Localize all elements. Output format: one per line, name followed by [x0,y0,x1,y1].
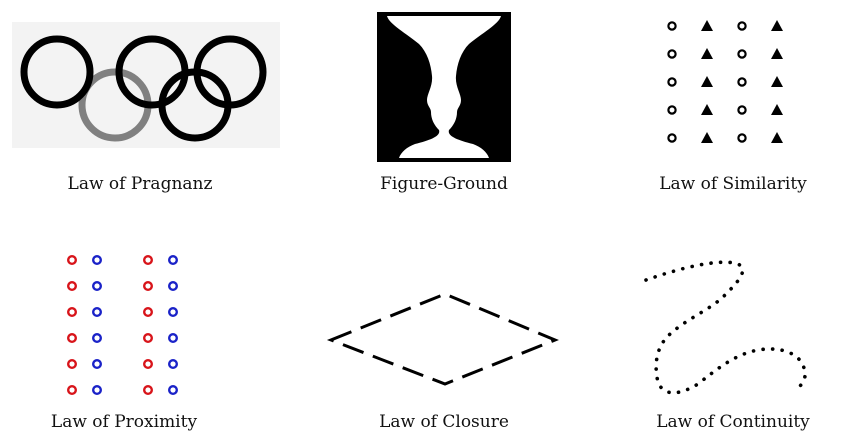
similarity-circle [667,133,677,143]
proximity-blue-circle [167,332,178,343]
proximity-blue-circle [167,281,178,292]
proximity-grid [66,254,178,395]
similarity-triangle [701,104,713,115]
continuity-dotted-curve [644,260,807,395]
similarity-circle [667,105,677,115]
similarity-triangle [771,132,783,143]
caption-law-of-pragnanz: Law of Pragnanz [67,174,213,194]
proximity-red-circle [66,307,77,318]
continuity-dotted-path [644,260,807,395]
proximity-red-circle [66,384,77,395]
similarity-circle [737,77,747,87]
similarity-circle [667,77,677,87]
similarity-circle [667,49,677,59]
similarity-triangle [771,76,783,87]
proximity-blue-circle [92,384,103,395]
proximity-red-circle [66,358,77,369]
closure-dashed-diamond [326,292,559,386]
similarity-triangle [771,20,783,31]
proximity-blue-circle [167,384,178,395]
proximity-blue-circle [92,281,103,292]
similarity-triangle [701,76,713,87]
proximity-red-circle [142,332,153,343]
caption-figure-ground: Figure-Ground [380,174,508,194]
caption-law-of-closure: Law of Closure [379,412,509,432]
ring-left [20,35,94,109]
similarity-circle [737,49,747,59]
proximity-red-circle [142,254,153,265]
vase-shape [387,16,501,158]
proximity-red-circle [66,332,77,343]
pragnanz-rings-illustration [12,22,280,148]
similarity-circle [737,21,747,31]
proximity-blue-circle [167,307,178,318]
figure-ground-vase-faces-illustration [377,12,511,162]
similarity-triangle [701,132,713,143]
similarity-triangle [701,48,713,59]
proximity-red-circle [142,384,153,395]
proximity-red-circle [66,254,77,265]
ring-right [193,35,267,109]
proximity-red-circle [142,307,153,318]
similarity-circle [737,105,747,115]
proximity-blue-circle [167,358,178,369]
similarity-grid [667,20,783,143]
caption-law-of-similarity: Law of Similarity [659,174,807,194]
similarity-circle [667,21,677,31]
proximity-red-circle [66,281,77,292]
proximity-blue-circle [92,332,103,343]
proximity-blue-circle [92,358,103,369]
proximity-red-circle [142,281,153,292]
similarity-triangle [701,20,713,31]
closure-diamond-outline [326,292,559,386]
caption-law-of-proximity: Law of Proximity [50,412,198,432]
proximity-blue-circle [92,254,103,265]
proximity-blue-circle [167,254,178,265]
proximity-red-circle [142,358,153,369]
similarity-triangle [771,104,783,115]
caption-law-of-continuity: Law of Continuity [656,412,810,432]
similarity-triangle [771,48,783,59]
proximity-blue-circle [92,307,103,318]
similarity-circle [737,133,747,143]
